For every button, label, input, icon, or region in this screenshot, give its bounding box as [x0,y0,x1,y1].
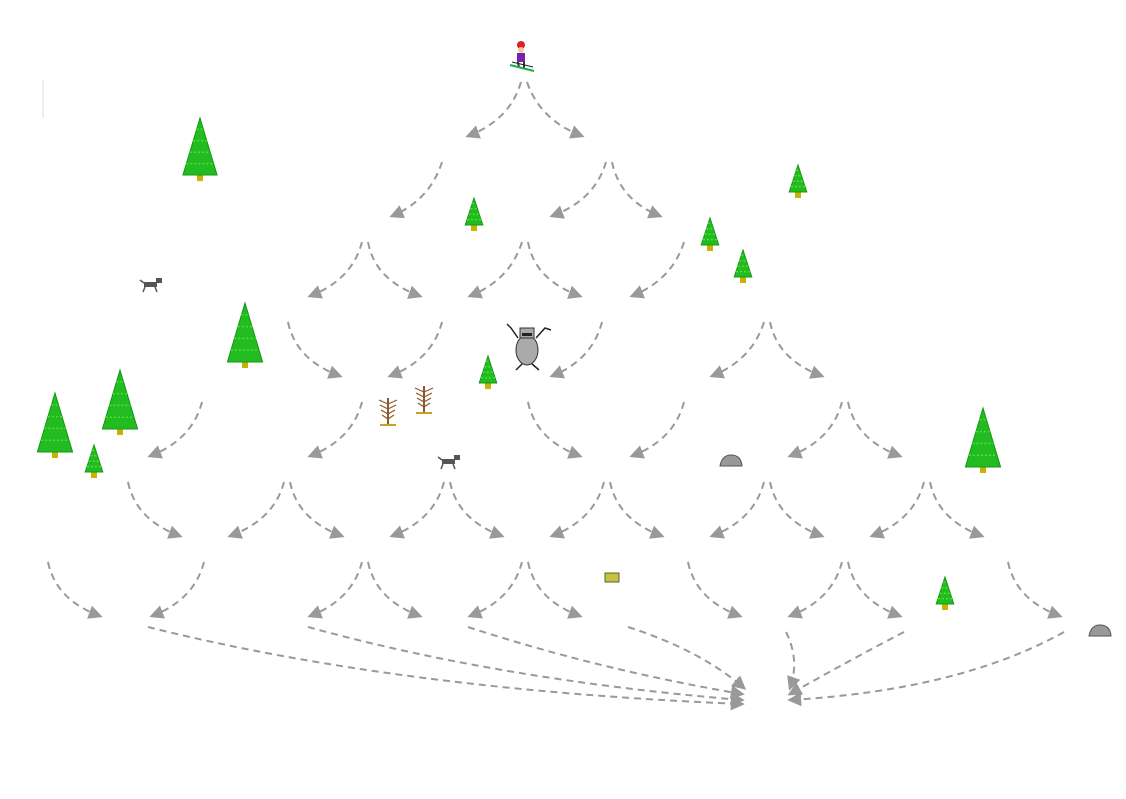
pine-tree-icon [84,443,104,478]
path-arrow [869,481,925,539]
path-arrow [307,626,745,707]
sprites-layer [36,41,1112,637]
path-arrow [549,161,607,219]
pine-tree-icon [700,216,720,251]
yeti-icon [506,323,552,371]
path-arrow [709,481,765,539]
path-arrow [149,561,205,619]
path-arrow [687,561,743,619]
dead-tree-icon [414,386,434,414]
path-arrow [465,81,522,139]
pine-tree-icon [935,575,955,610]
path-arrow [549,321,603,379]
path-arrow [47,561,103,619]
path-arrow [629,401,685,459]
path-arrow [307,241,363,299]
path-arrow [527,401,583,459]
path-arrow [929,481,985,539]
skier-icon[interactable] [509,41,535,72]
rock-icon [1088,624,1112,637]
path-arrow [127,481,183,539]
path-arrow [709,321,765,379]
path-arrow [611,161,663,219]
path-arrow [449,481,505,539]
pine-tree-icon [464,196,484,231]
dog-icon [437,455,460,470]
path-arrow [147,626,745,711]
pine-tree-icon [788,163,808,198]
path-arrow [526,81,585,139]
path-arrow [629,241,685,299]
path-arrow [387,321,443,379]
path-arrow [527,241,583,299]
path-arrow [287,321,343,379]
path-arrow [627,626,747,690]
pine-tree-icon [964,406,1002,473]
path-arrow [847,561,903,619]
dead-tree-icon [378,398,398,426]
path-arrow [1007,561,1063,619]
path-arrow [367,241,423,299]
path-arrow [307,561,363,619]
path-arrow [787,631,1065,707]
pine-tree-icon [226,301,264,368]
pine-tree-icon [36,391,74,458]
pine-tree-icon [478,354,498,389]
path-arrow [769,321,825,379]
path-arrow [467,626,745,700]
path-arrows [47,81,1065,711]
path-arrow [549,481,605,539]
path-arrow [289,481,345,539]
path-arrow [307,401,363,459]
path-arrow [147,401,203,459]
path-arrow [367,561,423,619]
pine-tree-icon [182,116,218,181]
path-arrow [785,631,801,691]
rock-icon [719,454,743,467]
path-arrow [467,241,523,299]
path-arrow [787,561,843,619]
path-arrow [389,481,445,539]
path-arrow [787,401,843,459]
path-arrow [467,561,523,619]
path-arrow [847,401,903,459]
path-arrow [769,481,825,539]
path-arrow [609,481,665,539]
path-arrow [527,561,583,619]
pine-tree-icon [101,368,139,435]
dog-icon [139,278,162,293]
tree-stump-icon [604,572,620,583]
pine-tree-icon [733,248,753,283]
path-arrow [389,161,443,219]
path-arrow [227,481,285,539]
path-arrow [787,631,905,696]
